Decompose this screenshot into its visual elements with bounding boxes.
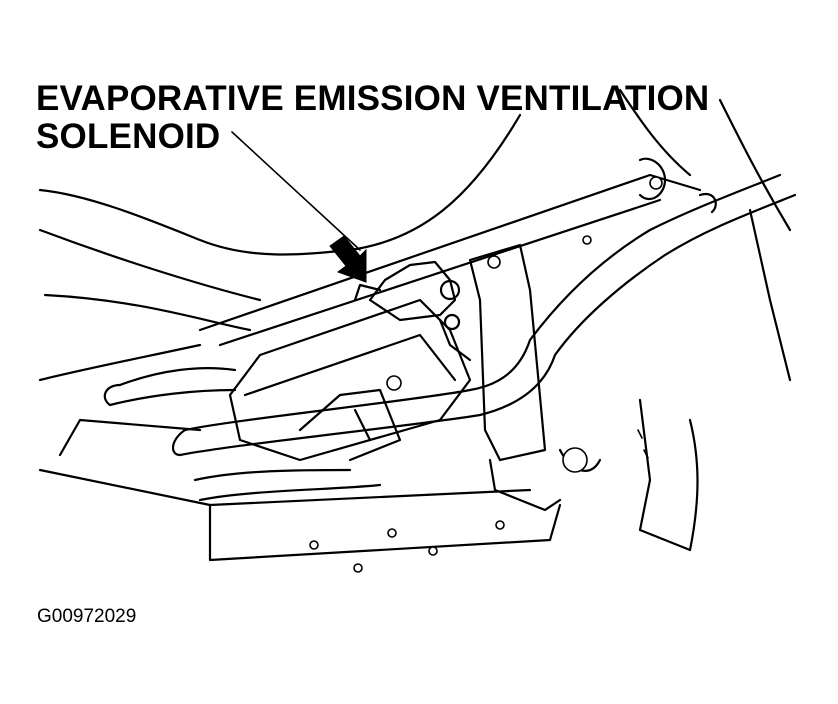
component-callout-label: EVAPORATIVE EMISSION VENTILATION SOLENOI… <box>36 80 709 156</box>
frame-rail <box>38 173 702 573</box>
callout-leader-line <box>231 131 361 251</box>
right-side-structure <box>558 98 792 552</box>
mounting-bracket <box>468 243 562 512</box>
pointer-arrow-icon <box>329 235 367 283</box>
canister-assembly <box>228 260 472 462</box>
callout-line-1: EVAPORATIVE EMISSION VENTILATION <box>36 79 710 118</box>
figure-id: G00972029 <box>37 606 137 627</box>
vent-hoses <box>103 173 797 502</box>
callout-line-2: SOLENOID <box>36 117 221 156</box>
body-panel-lines <box>38 88 692 382</box>
